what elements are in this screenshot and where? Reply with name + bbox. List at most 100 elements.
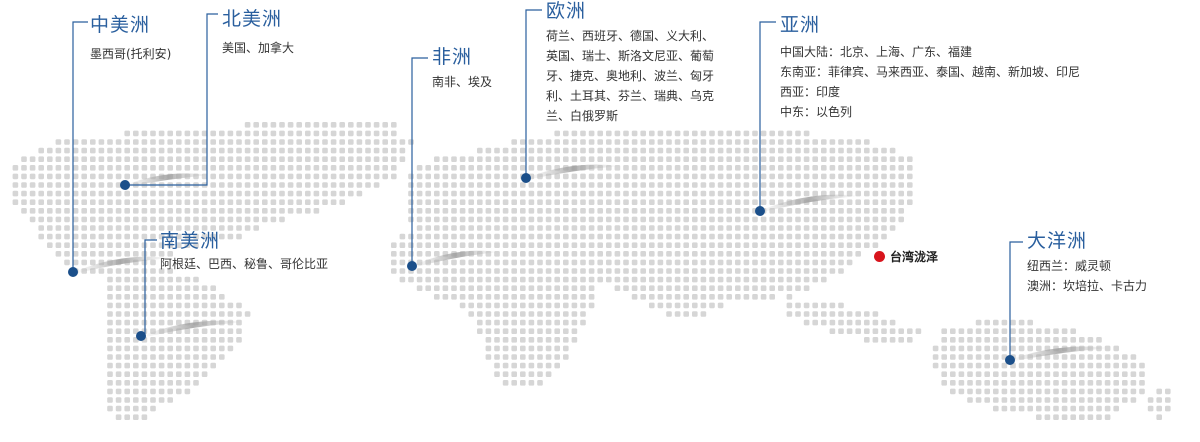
map-dot: [287, 156, 294, 162]
map-dot: [305, 156, 311, 162]
map-dot: [193, 233, 199, 240]
map-dot: [356, 130, 363, 137]
map-dot: [554, 156, 560, 162]
map-dot: [262, 139, 268, 145]
map-dot: [391, 242, 397, 248]
map-dot: [1087, 362, 1094, 369]
map-dot: [150, 139, 156, 145]
map-dot: [193, 328, 199, 334]
map-dot: [743, 173, 750, 180]
connector-line-central-america: [72, 21, 88, 272]
map-dot: [563, 216, 569, 223]
map-dot: [571, 337, 578, 343]
map-dot: [563, 130, 569, 137]
map-dot: [382, 130, 388, 137]
map-dot: [133, 268, 139, 274]
map-dot: [726, 233, 732, 240]
map-dot: [227, 328, 234, 334]
connector-line-asia: [759, 21, 776, 211]
map-dot: [623, 216, 629, 223]
map-dot: [760, 268, 767, 274]
map-dot: [193, 156, 199, 162]
map-dot: [1018, 397, 1025, 403]
map-dot: [313, 190, 320, 197]
map-dot: [821, 302, 827, 309]
map-dot: [391, 259, 397, 266]
map-dot: [201, 225, 208, 231]
map-dot: [219, 354, 225, 360]
map-dot: [244, 225, 251, 231]
map-dot: [588, 302, 595, 309]
map-dot: [133, 208, 139, 214]
map-dot: [666, 130, 672, 137]
map-dot: [984, 354, 990, 360]
map-dot: [545, 371, 552, 377]
map-dot: [528, 294, 535, 300]
map-dot: [502, 233, 509, 240]
map-dot: [477, 190, 483, 197]
map-dot: [683, 302, 689, 309]
map-dot: [502, 259, 509, 266]
map-dot: [107, 397, 113, 403]
map-dot: [898, 337, 904, 343]
map-dot: [133, 380, 139, 386]
map-dot: [769, 251, 775, 257]
map-dot: [107, 251, 113, 257]
map-dot: [193, 242, 199, 248]
headquarters-marker: 台湾泷泽: [874, 248, 938, 265]
map-dot: [494, 190, 500, 197]
map-dot: [1104, 388, 1111, 395]
map-dot: [829, 259, 836, 266]
map-dot: [726, 225, 732, 231]
map-dot: [167, 156, 173, 162]
map-dot: [296, 199, 302, 205]
map-dot: [167, 208, 173, 214]
map-dot: [907, 190, 913, 197]
map-dot: [1061, 405, 1068, 412]
map-dot: [296, 208, 302, 214]
map-dot: [726, 294, 732, 300]
map-dot: [55, 182, 62, 188]
map-dot: [709, 216, 715, 223]
map-dot: [778, 216, 784, 223]
map-dot: [597, 156, 603, 162]
map-dot: [803, 285, 810, 291]
map-dot: [330, 130, 337, 137]
map-dot: [623, 233, 629, 240]
map-dot: [666, 139, 672, 145]
map-dot: [1018, 405, 1025, 412]
map-dot: [193, 371, 199, 377]
map-dot: [1139, 371, 1145, 377]
map-dot: [184, 233, 191, 240]
map-dot: [124, 208, 130, 214]
map-dot: [563, 354, 569, 360]
map-dot: [81, 182, 87, 188]
map-dot: [176, 311, 182, 317]
map-dot: [786, 182, 793, 188]
map-dot: [520, 199, 526, 205]
map-dot: [184, 225, 191, 231]
map-dot: [855, 208, 861, 214]
map-dot: [821, 199, 827, 205]
map-dot: [262, 208, 268, 214]
map-dot: [236, 156, 242, 162]
map-dot: [270, 173, 277, 180]
map-dot: [330, 122, 337, 128]
map-dot: [932, 362, 939, 369]
map-dot: [262, 199, 268, 205]
map-dot: [537, 216, 543, 223]
map-dot: [614, 165, 621, 171]
map-dot: [201, 190, 208, 197]
map-dot: [580, 130, 586, 137]
map-dot: [176, 130, 182, 137]
map-dot: [451, 208, 457, 214]
map-dot: [167, 199, 173, 205]
map-dot: [124, 302, 130, 309]
map-dot: [571, 242, 578, 248]
country-line: 阿根廷、巴西、秘鲁、哥伦比亚: [160, 257, 329, 271]
map-dot: [210, 233, 216, 240]
map-dot: [683, 190, 689, 197]
map-dot: [176, 199, 182, 205]
map-dot: [184, 380, 191, 386]
map-dot: [365, 139, 371, 145]
